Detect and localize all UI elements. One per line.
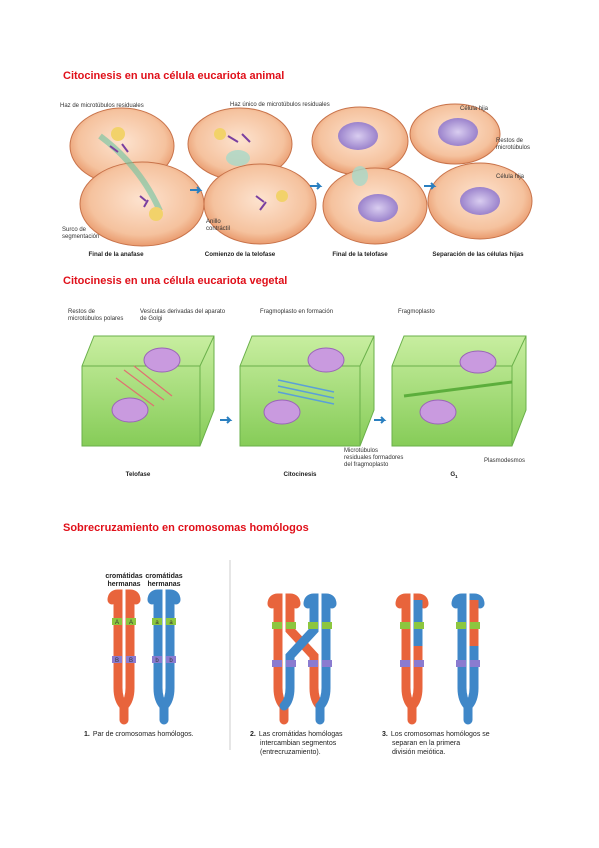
caption-g1: G1 bbox=[450, 471, 458, 479]
arrow-3 bbox=[424, 182, 437, 190]
arrow-4 bbox=[220, 416, 233, 424]
plant-cytokinesis-figure: Restos de microtúbulos polares Vesículas… bbox=[68, 309, 527, 479]
label-fragmoplasto-formacion: Fragmoplasto en formación bbox=[260, 309, 333, 315]
crossover-figure: cromátidas hermanas cromátidas hermanas … bbox=[84, 560, 490, 756]
caption-telofase: Telofase bbox=[126, 471, 151, 478]
section-title-plant: Citocinesis en una célula eucariota vege… bbox=[63, 275, 288, 287]
caption-separacion: Separación de las células hijas bbox=[432, 251, 524, 258]
label-celula-hija-1: Célula hija bbox=[460, 106, 489, 112]
label-vesiculas-1: Vesículas derivadas del aparato bbox=[140, 309, 226, 315]
label-restos-2: microtúbulos bbox=[496, 145, 530, 151]
arrow-5 bbox=[374, 416, 387, 424]
gene-b-2: b bbox=[169, 658, 173, 664]
label-surco-2: segmentación bbox=[62, 234, 99, 240]
label-cromatidas-1: cromátidas bbox=[105, 573, 142, 580]
animal-cytokinesis-figure: Haz de microtúbulos residuales Haz único… bbox=[60, 102, 533, 258]
label-haz-residuales: Haz de microtúbulos residuales bbox=[60, 103, 144, 109]
chromosome-pair-3 bbox=[395, 593, 485, 725]
citocinesis-plant-cell bbox=[239, 335, 375, 447]
label-surco-1: Surco de bbox=[62, 227, 87, 233]
step-3-caption: 3.Los cromosomas homólogos se bbox=[382, 731, 490, 738]
gene-a-1: a bbox=[155, 620, 159, 626]
step-1-caption: 1.Par de cromosomas homólogos. bbox=[84, 731, 194, 738]
gene-b-1: b bbox=[155, 658, 159, 664]
label-hermanas-1: hermanas bbox=[107, 581, 140, 588]
label-micro-2: residuales formadores bbox=[344, 455, 403, 461]
caption-comienzo-telofase: Comienzo de la telofase bbox=[205, 251, 276, 258]
anaphase-cell-pair bbox=[69, 107, 205, 247]
telophase-end-cell-pair bbox=[311, 106, 428, 245]
section-title-crossover: Sobrecruzamiento en cromosomas homólogos bbox=[63, 522, 309, 534]
label-hermanas-2: hermanas bbox=[147, 581, 180, 588]
label-micro-3: del fragmoplasto bbox=[344, 462, 389, 468]
caption-final-anafase: Final de la anafase bbox=[88, 251, 144, 258]
step-2-line-2: intercambian segmentos bbox=[260, 740, 337, 747]
gene-A-2: A bbox=[129, 620, 133, 626]
telophase-start-cell-pair bbox=[187, 107, 317, 245]
label-anillo-2: contráctil bbox=[206, 226, 230, 232]
arrow-1 bbox=[190, 186, 203, 194]
daughter-cells bbox=[409, 103, 533, 240]
label-restos-1: Restos de bbox=[496, 138, 524, 144]
label-haz-unico: Haz único de microtúbulos residuales bbox=[230, 102, 330, 108]
arrow-2 bbox=[310, 182, 323, 190]
caption-citocinesis: Citocinesis bbox=[283, 471, 317, 478]
gene-B-1: B bbox=[115, 658, 119, 664]
step-3-line-2: separan en la primera bbox=[392, 740, 460, 747]
label-restos-1: Restos de bbox=[68, 309, 96, 315]
step-3-line-3: división meiótica. bbox=[392, 749, 445, 756]
step-2-caption: 2.Las cromátidas homólogas bbox=[250, 731, 343, 738]
gene-B-2: B bbox=[129, 658, 133, 664]
caption-final-telofase: Final de la telofase bbox=[332, 251, 388, 258]
section-title-animal: Citocinesis en una célula eucariota anim… bbox=[63, 70, 285, 82]
g1-plant-cell bbox=[391, 335, 527, 447]
step-2-line-3: (entrecruzamiento). bbox=[260, 749, 321, 756]
label-cromatidas-2: cromátidas bbox=[145, 573, 182, 580]
chromosome-pair-1 bbox=[107, 589, 181, 725]
label-celula-hija-2: Célula hija bbox=[496, 174, 525, 180]
chromosome-pair-2 bbox=[267, 593, 337, 725]
label-fragmoplasto: Fragmoplasto bbox=[398, 309, 435, 315]
gene-A-1: A bbox=[115, 620, 119, 626]
label-micro-1: Microtúbulos bbox=[344, 448, 378, 454]
telofase-plant-cell bbox=[81, 335, 215, 447]
label-vesiculas-2: de Golgi bbox=[140, 316, 162, 322]
gene-a-2: a bbox=[169, 620, 173, 626]
label-anillo-1: Anillo bbox=[206, 219, 221, 225]
label-restos-2: microtúbulos polares bbox=[68, 316, 123, 322]
label-plasmodesmos: Plasmodesmos bbox=[484, 458, 525, 464]
